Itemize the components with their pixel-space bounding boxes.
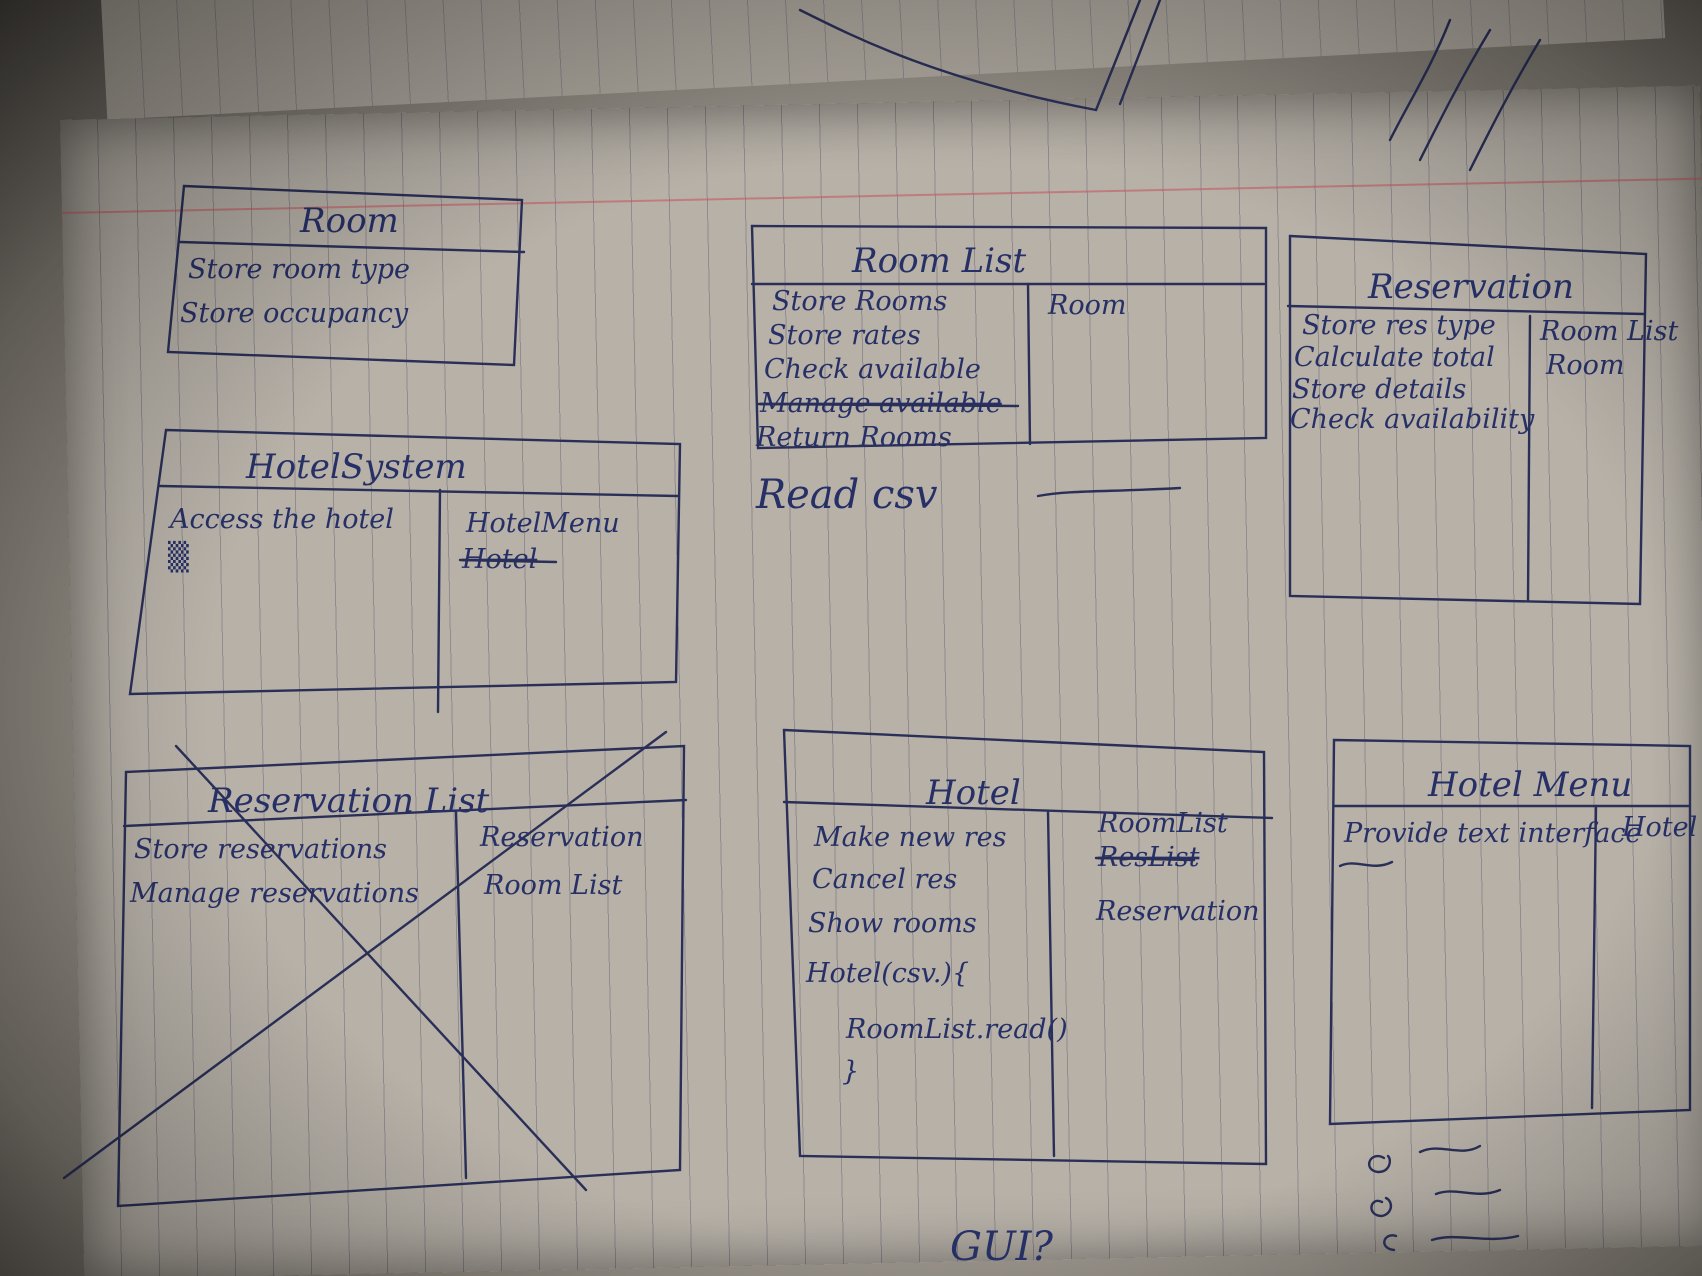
card-reservation-list-collab-2: Room List [483,870,622,901]
card-reservation: Reservation Store res type Calculate tot… [1286,234,1678,606]
card-hotel-collab-3: Reservation [1095,896,1260,927]
card-hotel-menu: Hotel Menu Provide text interface Hotel [1328,738,1697,1126]
card-hotel-resp-6: } [842,1056,859,1087]
option-squiggles [1367,1144,1520,1252]
cross-out-stroke-1 [174,744,588,1192]
card-hotel-system-scribble: ▒ [168,540,189,573]
card-reservation-list-collab-1: Reservation [479,822,644,853]
glyph-c [1383,1234,1398,1252]
card-hotel-system-collab-1: HotelMenu [465,508,620,539]
card-room-list-resp-5: Return Rooms [755,422,952,453]
card-reservation-title: Reservation [1367,267,1574,307]
card-room-list-title: Room List [851,241,1026,281]
card-room-list-collab-1: Room [1047,290,1126,321]
card-reservation-list: Reservation List Store reservations Mana… [62,730,688,1208]
card-reservation-resp-3: Store details [1292,374,1466,405]
note-read-csv: Read csv [755,472,1182,518]
note-gui: GUI? [950,1224,1053,1270]
note-gui-text: GUI? [950,1224,1053,1270]
card-room-list-resp-2: Store rates [768,320,921,351]
card-room-resp-1: Store room type [188,254,410,285]
card-hotel-resp-4: Hotel(csv.){ [805,958,969,989]
glyph-a [1367,1154,1392,1174]
card-hotel-resp-5: RoomList.read() [845,1014,1068,1045]
card-room-list-resp-1: Store Rooms [772,286,947,317]
card-hotel-resp-1: Make new res [813,822,1006,853]
card-reservation-collab-2: Room [1545,350,1624,381]
card-hotel-system-title: HotelSystem [245,447,467,487]
card-room-resp-2: Store occupancy [180,298,409,329]
card-hotel: Hotel Make new res Cancel res Show rooms… [782,728,1274,1166]
note-read-csv-text: Read csv [755,472,938,518]
card-hotel-system: HotelSystem Access the hotel ▒ HotelMenu… [128,428,682,714]
card-hotel-title: Hotel [925,773,1021,813]
card-reservation-resp-4: Check availability [1290,404,1535,435]
card-reservation-resp-1: Store res type [1302,310,1496,341]
card-hotel-menu-title: Hotel Menu [1427,765,1632,805]
card-hotel-system-resp-1: Access the hotel [167,504,394,535]
card-reservation-resp-2: Calculate total [1294,342,1495,373]
card-hotel-collab-1: RoomList [1097,808,1228,839]
card-room-title: Room [299,201,399,241]
card-hotel-menu-collab-1: Hotel [1621,812,1697,843]
card-hotel-resp-3: Show rooms [808,908,977,939]
card-room-list-resp-3: Check available [764,354,981,385]
card-hotel-menu-resp-1: Provide text interface [1343,818,1642,849]
card-hotel-menu-scribble [1338,860,1394,868]
card-reservation-collab-1: Room List [1539,316,1678,347]
card-room-list: Room List Store Rooms Store rates Check … [750,224,1268,453]
card-reservation-list-resp-2: Manage reservations [129,878,419,909]
card-hotel-resp-2: Cancel res [812,864,957,895]
previous-page-sketch [798,0,1542,172]
cross-out-stroke-2 [62,730,668,1180]
card-room: Room Store room type Store occupancy [166,184,526,367]
card-reservation-list-title: Reservation List [207,781,490,821]
glyph-b [1370,1196,1393,1218]
